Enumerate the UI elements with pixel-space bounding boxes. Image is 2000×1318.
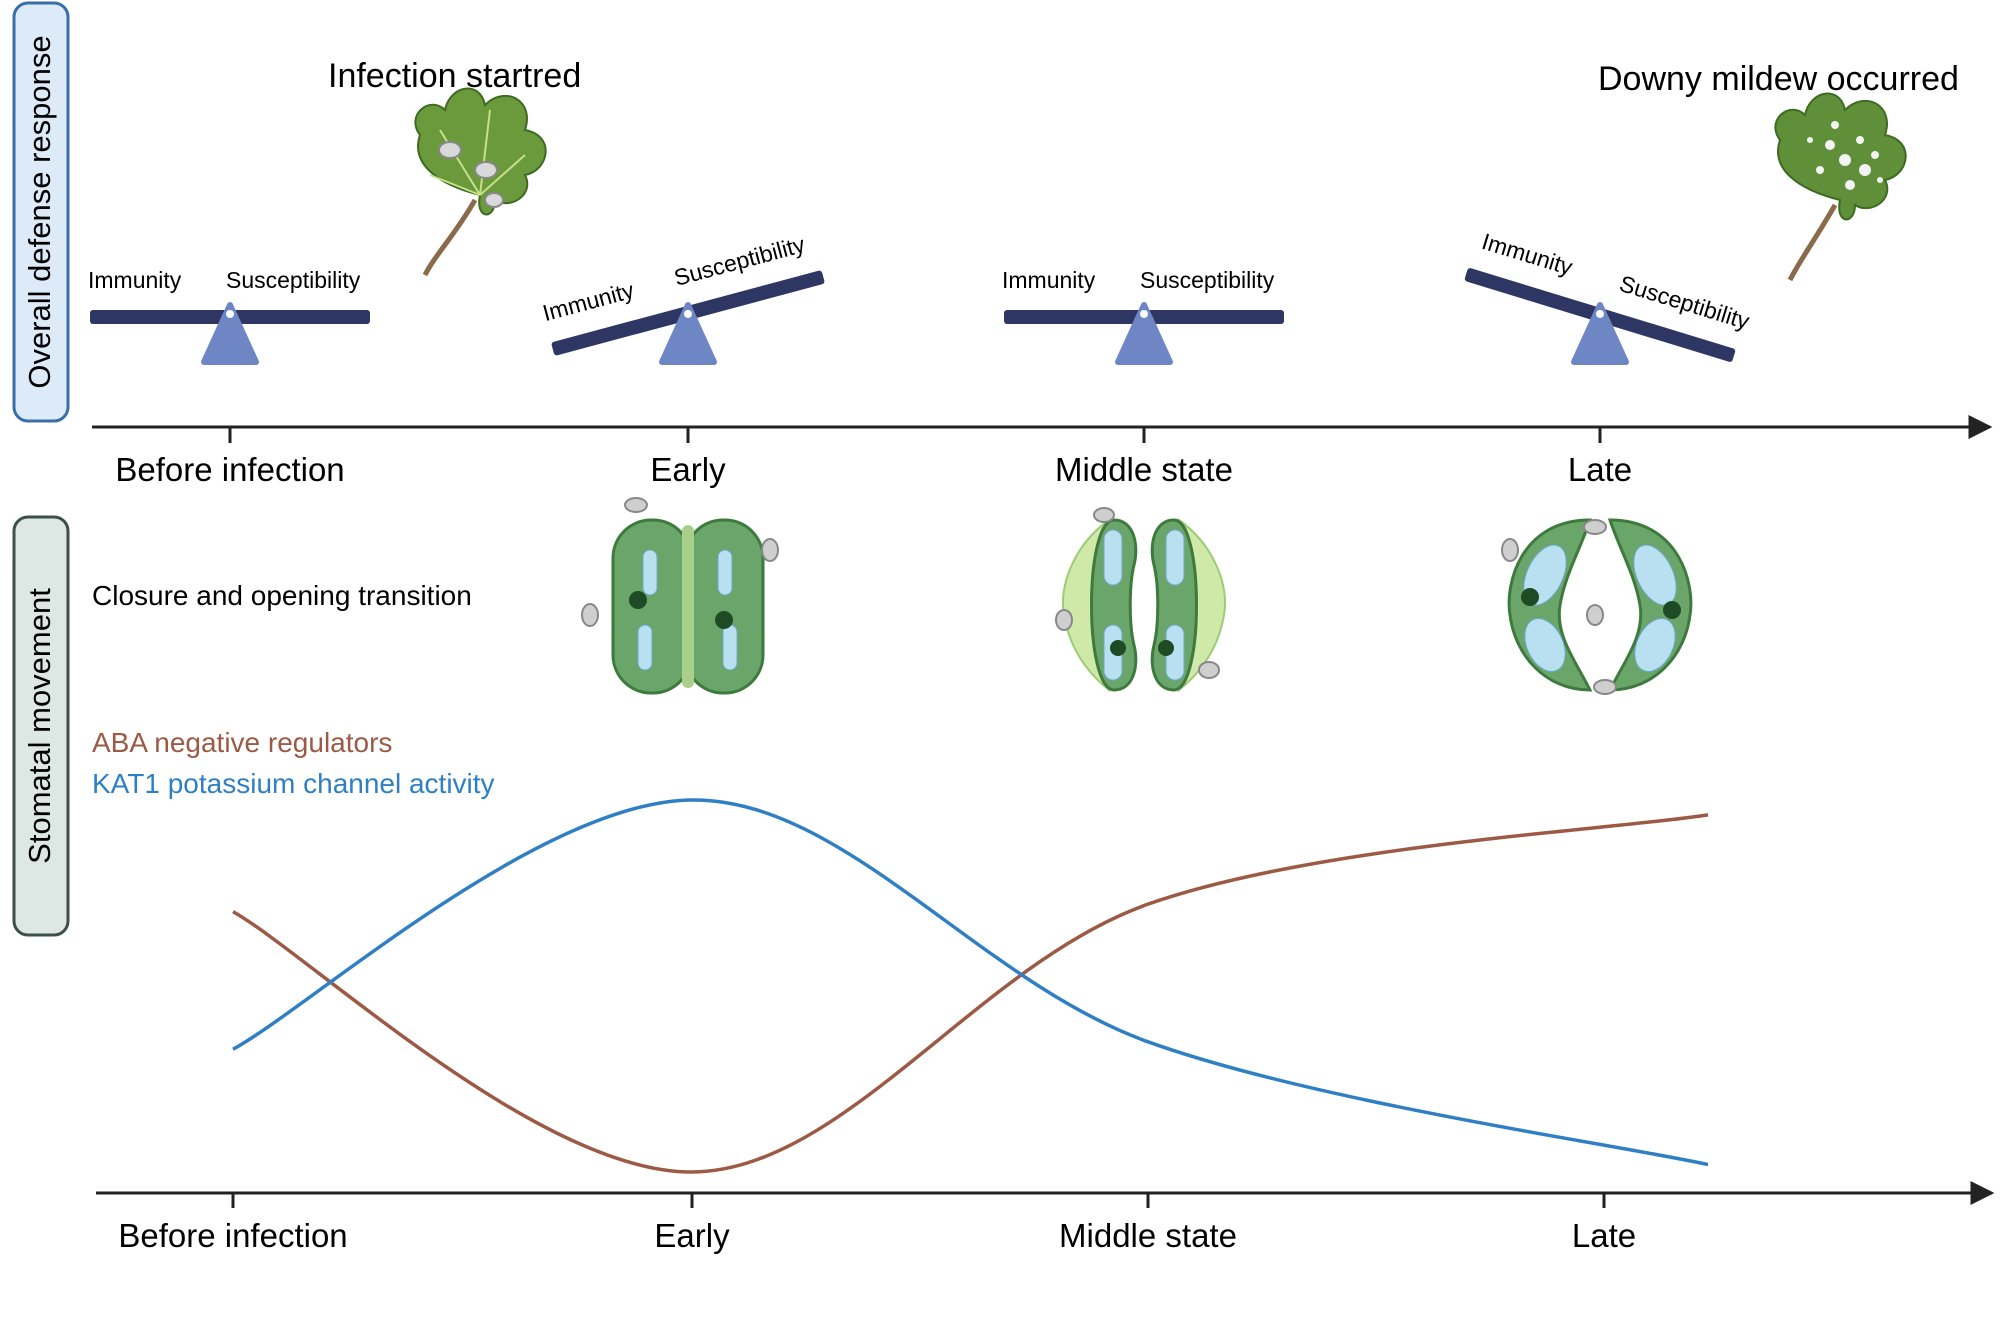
- chart-legend: ABA negative regulators KAT1 potassium c…: [92, 727, 495, 799]
- top-axis-label-late: Late: [1568, 451, 1632, 488]
- fulcrum-icon: [1571, 302, 1629, 365]
- kat1-series-line: [232, 798, 1709, 1167]
- balance-late: Immunity Susceptibility: [1464, 228, 1753, 365]
- aba-series-line: [232, 813, 1709, 1174]
- balance-early: Immunity Susceptibility: [540, 231, 825, 365]
- top-panel-box: [12, 1, 70, 423]
- bottom-timeline-axis: Before infection Early Middle state Late: [96, 1181, 1995, 1254]
- fulcrum-icon: [1115, 302, 1173, 365]
- top-axis-label-before: Before infection: [115, 451, 344, 488]
- legend-aba: ABA negative regulators: [92, 727, 392, 758]
- immunity-label: Immunity: [1002, 267, 1096, 293]
- stoma-open-icon: [1501, 518, 1693, 695]
- downy-mildew-label: Downy mildew occurred: [1598, 60, 1959, 98]
- x-tick-label: Middle state: [1059, 1217, 1237, 1254]
- stoma-partly-open-icon: [1055, 507, 1226, 693]
- legend-kat1: KAT1 potassium channel activity: [92, 768, 495, 799]
- susceptibility-label: Susceptibility: [226, 267, 361, 293]
- bottom-panel-title: Stomatal movement: [22, 588, 57, 864]
- balance-before-infection: Immunity Susceptibility: [88, 267, 370, 365]
- fulcrum-icon: [659, 302, 717, 365]
- diseased-leaf-icon: [1774, 92, 1907, 282]
- immunity-label: Immunity: [1479, 228, 1576, 280]
- x-tick-label: Late: [1572, 1217, 1636, 1254]
- immunity-label: Immunity: [88, 267, 182, 293]
- fulcrum-icon: [201, 302, 259, 365]
- infected-leaf-icon: [414, 87, 547, 277]
- top-panel-label: Overall defense response: [12, 1, 70, 423]
- top-panel-title: Overall defense response: [22, 35, 57, 388]
- bottom-panel-box: [12, 515, 70, 937]
- line-chart: [232, 798, 1709, 1174]
- infection-started-label: Infection startred: [328, 57, 581, 95]
- stoma-closed-icon: [581, 497, 779, 695]
- top-timeline-axis: Before infection Early Middle state Late: [92, 415, 1993, 488]
- top-axis-label-middle: Middle state: [1055, 451, 1233, 488]
- x-tick-label: Before infection: [118, 1217, 347, 1254]
- top-axis-label-early: Early: [650, 451, 726, 488]
- x-tick-label: Early: [654, 1217, 730, 1254]
- susceptibility-label: Susceptibility: [1140, 267, 1275, 293]
- stomata-caption: Closure and opening transition: [92, 580, 472, 611]
- immunity-label: Immunity: [540, 277, 637, 326]
- bottom-panel-label: Stomatal movement: [12, 515, 70, 937]
- balance-middle-state: Immunity Susceptibility: [1002, 267, 1284, 365]
